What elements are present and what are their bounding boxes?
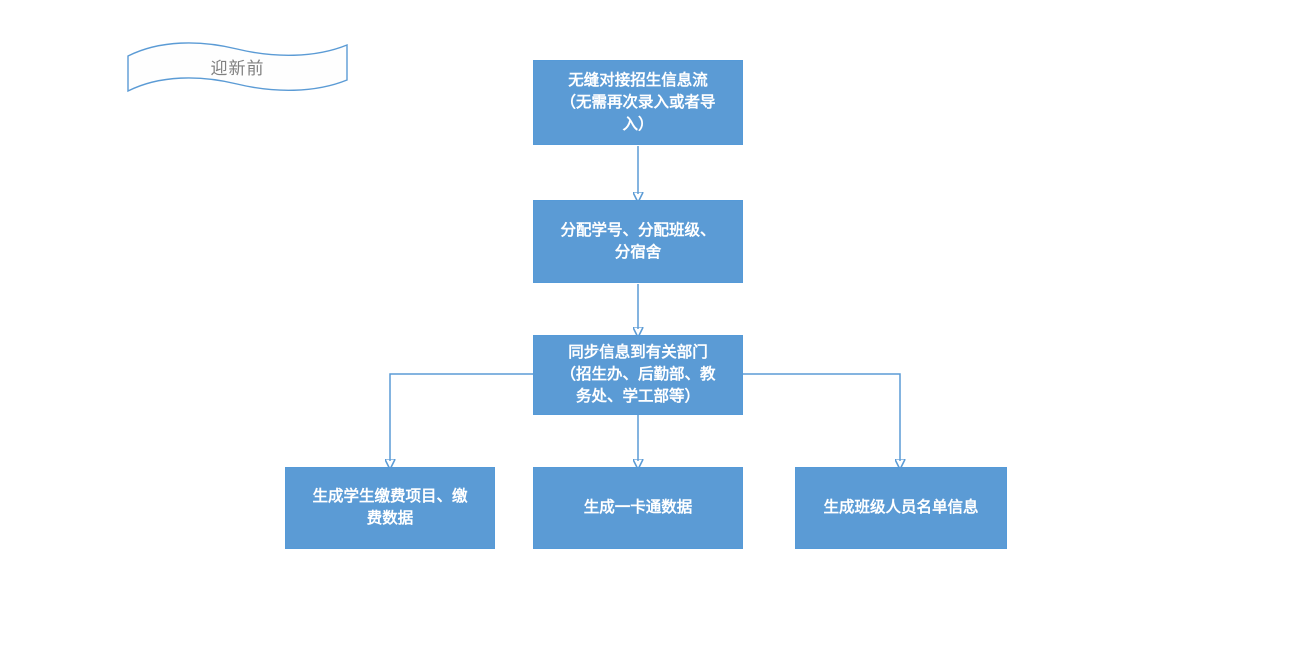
node-roster: 生成班级人员名单信息 — [795, 467, 1007, 549]
node-intake: 无缝对接招生信息流 （无需再次录入或者导 入） — [533, 60, 743, 145]
node-assign: 分配学号、分配班级、 分宿舍 — [533, 200, 743, 283]
node-card-label: 生成一卡通数据 — [583, 499, 693, 516]
node-sync: 同步信息到有关部门 （招生办、后勤部、教 务处、学工部等） — [533, 335, 743, 415]
node-payment-label: 生成学生缴费项目、缴 费数据 — [312, 488, 468, 527]
node-card: 生成一卡通数据 — [533, 467, 743, 549]
node-assign-label: 分配学号、分配班级、 分宿舍 — [560, 221, 716, 261]
node-sync-label: 同步信息到有关部门 （招生办、后勤部、教 务处、学工部等） — [560, 344, 716, 405]
node-payment: 生成学生缴费项目、缴 费数据 — [285, 467, 495, 549]
connector-sync-to-roster — [743, 373, 900, 461]
wave-ribbon-shape — [127, 42, 348, 93]
connector-sync-to-payment — [390, 373, 533, 461]
phase-banner-label: 迎新前 — [210, 59, 265, 78]
phase-banner: 迎新前 — [125, 36, 350, 100]
node-intake-label: 无缝对接招生信息流 （无需再次录入或者导 入） — [560, 71, 716, 133]
node-roster-label: 生成班级人员名单信息 — [823, 499, 979, 516]
